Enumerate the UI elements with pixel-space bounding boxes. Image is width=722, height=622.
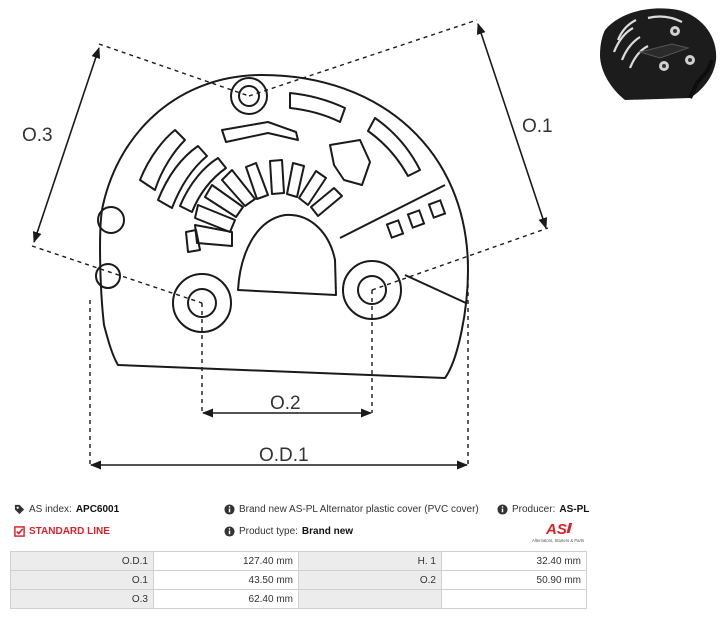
od1-label: O.D.1	[259, 445, 309, 466]
producer-label: Producer:	[512, 504, 556, 515]
edge-hole-1	[97, 206, 125, 234]
spec-label: O.D.1	[10, 551, 154, 571]
description: Brand new AS-PL Alternator plastic cover…	[224, 504, 479, 515]
tag-icon	[14, 504, 25, 515]
as-pl-logo: AS Alternators, Starters & Parts	[532, 521, 584, 543]
left-hole-inner	[187, 288, 217, 318]
spec-label: O.1	[10, 570, 154, 590]
spec-label: H. 1	[298, 551, 442, 571]
cover-outline	[99, 74, 469, 379]
o3-label: O.3	[22, 125, 53, 146]
spec-value: 32.40 mm	[441, 551, 587, 571]
product-info: AS index: APC6001 STANDARD LINE Brand ne…	[14, 500, 594, 546]
info-icon	[497, 504, 508, 515]
as-index-label: AS index:	[29, 504, 72, 515]
o2-label: O.2	[270, 393, 301, 414]
top-hole-outer	[230, 77, 268, 115]
product-photo[interactable]	[600, 8, 717, 100]
technical-drawing: O.3 O.1 O.2 O.D.1	[22, 8, 717, 470]
top-hole-inner	[238, 85, 260, 107]
terminal-squares	[385, 199, 447, 239]
dimension-construction-lines	[31, 19, 549, 466]
description-text: Brand new AS-PL Alternator plastic cover…	[239, 504, 479, 515]
checkbox-icon	[14, 526, 25, 537]
spec-value: 43.50 mm	[153, 570, 299, 590]
vent-slots	[139, 92, 421, 213]
spec-value	[441, 589, 587, 609]
spec-value: 62.40 mm	[153, 589, 299, 609]
spec-label: O.3	[10, 589, 154, 609]
radial-fins	[185, 159, 343, 253]
right-hole-inner	[357, 275, 387, 305]
o1-label: O.1	[522, 116, 553, 137]
svg-text:AS: AS	[545, 521, 567, 538]
edge-hole-2	[95, 263, 121, 289]
table-row: O.3 62.40 mm	[10, 589, 587, 609]
dimension-arrows	[32, 22, 548, 470]
center-hub	[237, 213, 337, 296]
spec-value: 127.40 mm	[153, 551, 299, 571]
svg-text:Alternators, Starters & Parts: Alternators, Starters & Parts	[532, 538, 584, 543]
mounting-holes	[95, 77, 402, 333]
product-type: Product type: Brand new	[224, 526, 353, 537]
o1-arrow	[476, 22, 548, 230]
spec-value: 50.90 mm	[441, 570, 587, 590]
table-row: O.1 43.50 mm O.2 50.90 mm	[10, 570, 587, 590]
spec-table: O.D.1 127.40 mm H. 1 32.40 mm O.1 43.50 …	[10, 551, 587, 609]
producer-value: AS-PL	[559, 504, 590, 515]
as-index-value: APC6001	[75, 504, 120, 515]
o3-arrow	[32, 46, 101, 244]
spec-label: O.2	[298, 570, 442, 590]
spec-label	[298, 589, 442, 609]
left-hole-outer	[172, 273, 232, 333]
right-hole-outer	[342, 260, 402, 320]
as-index: AS index: APC6001	[14, 504, 119, 515]
product-type-value: Brand new	[301, 526, 354, 537]
line-label: STANDARD LINE	[29, 526, 110, 537]
product-type-label: Product type:	[239, 526, 298, 537]
producer: Producer: AS-PL	[497, 504, 589, 515]
line-badge: STANDARD LINE	[14, 526, 110, 537]
info-icon	[224, 526, 235, 537]
table-row: O.D.1 127.40 mm H. 1 32.40 mm	[10, 551, 587, 571]
info-icon	[224, 504, 235, 515]
